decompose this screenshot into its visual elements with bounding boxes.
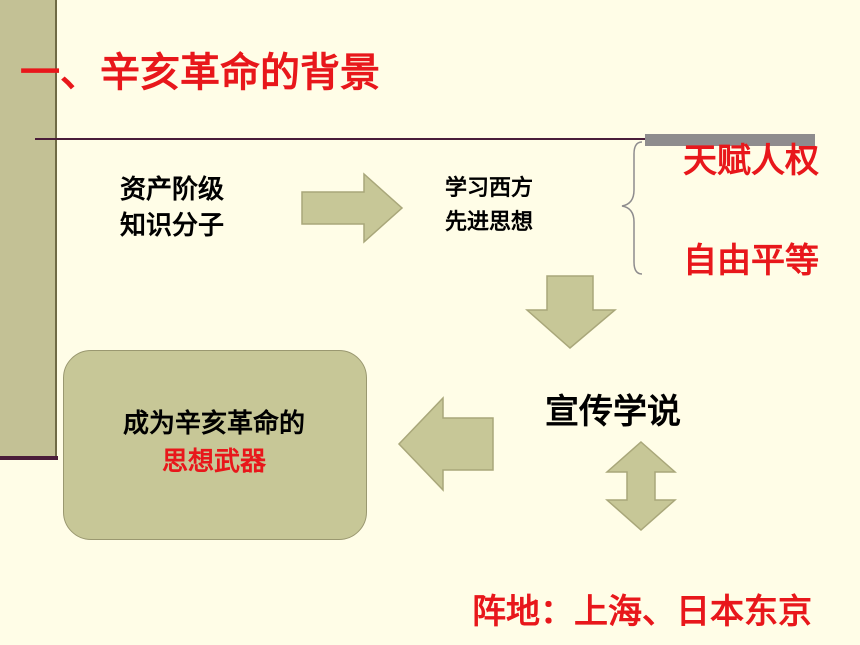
learn-line-1: 学习西方 [445,176,534,201]
left-decor-bar [0,0,55,458]
title-divider [35,138,645,140]
idea-item-1: 天赋人权 [683,141,819,181]
left-decor-tick [0,456,58,460]
slide-title: 一、辛亥革命的背景 [20,50,380,96]
result-line-2: 思想武器 [161,447,266,477]
result-box [63,350,367,540]
idea-item-2: 自由平等 [683,241,819,281]
result-text: 成为辛亥革命的 思想武器 [63,405,365,481]
right-arrow-1 [301,172,404,244]
source-line-1: 资产阶级 [120,175,225,205]
title-divider-accent [645,134,815,146]
source-line-2: 知识分子 [120,211,225,241]
promote-text: 宣传学说 [545,392,681,432]
learn-text: 学习西方 先进思想 [445,172,533,240]
left-decor-bar-edge [55,0,57,458]
base-text: 阵地：上海、日本东京 [472,592,812,632]
learn-line-2: 先进思想 [445,210,534,235]
result-line-1: 成为辛亥革命的 [122,409,305,439]
down-arrow [525,275,617,349]
source-text: 资产阶级 知识分子 [120,172,224,244]
up-down-arrow [605,440,677,532]
brace-icon [621,141,643,275]
left-arrow [397,396,494,492]
